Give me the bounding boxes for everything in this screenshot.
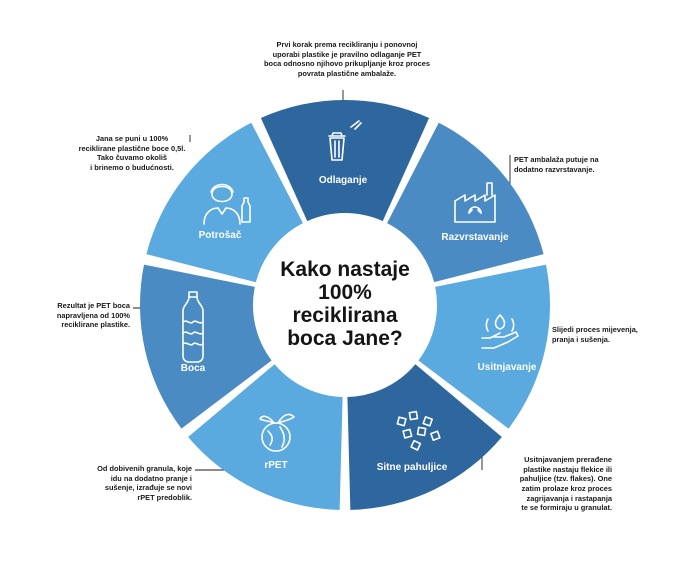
- segment-usitnjavanje: [418, 264, 550, 429]
- note-potrosac: Jana se puni u 100% reciklirane plastičn…: [78, 134, 186, 172]
- note-odlaganje: Prvi korak prema recikliranju i ponovnoj…: [264, 40, 430, 78]
- segment-boca: [140, 264, 272, 429]
- note-razvrstavanje: PET ambalaža putuje na dodatno razvrstav…: [514, 155, 599, 174]
- note-sitne-pahuljice: Usitnjavanjem prerađene plastike nastaju…: [519, 455, 612, 513]
- segment-rpet: [188, 364, 343, 510]
- flakes-icon: [396, 410, 441, 451]
- segment-sitne-pahuljice: [347, 364, 502, 510]
- segment-razvrstavanje: [387, 122, 544, 283]
- segment-label-rpet: rPET: [264, 460, 287, 471]
- segment-potrosac: [146, 122, 303, 283]
- trash-bin-icon: [328, 120, 362, 161]
- bottle-icon: [182, 291, 204, 363]
- segment-label-potrosac: Potrošač: [199, 230, 242, 241]
- segment-label-razvrstavanje: Razvrstavanje: [441, 232, 509, 243]
- center-title: Kako nastaje 100% reciklirana boca Jane?: [280, 258, 410, 351]
- note-rpet: Od dobivenih granula, koje idu na dodatn…: [97, 464, 192, 502]
- segment-label-odlaganje: Odlaganje: [319, 175, 368, 186]
- recycling-factory-icon: [454, 182, 496, 223]
- segment-label-usitnjavanje: Usitnjavanje: [478, 362, 537, 373]
- hand-washing-icon: [481, 314, 519, 349]
- note-usitnjavanje: Slijedi proces mijevenja, pranja i sušen…: [552, 325, 638, 344]
- note-boca: Rezultat je PET boca napravljena od 100%…: [56, 301, 130, 330]
- segment-odlaganje: [260, 100, 430, 222]
- person-bottle-icon: [203, 183, 251, 225]
- segment-label-boca: Boca: [181, 363, 206, 374]
- globe-leaves-icon: [259, 413, 295, 452]
- segment-label-sitne-pahuljice: Sitne pahuljice: [377, 462, 448, 473]
